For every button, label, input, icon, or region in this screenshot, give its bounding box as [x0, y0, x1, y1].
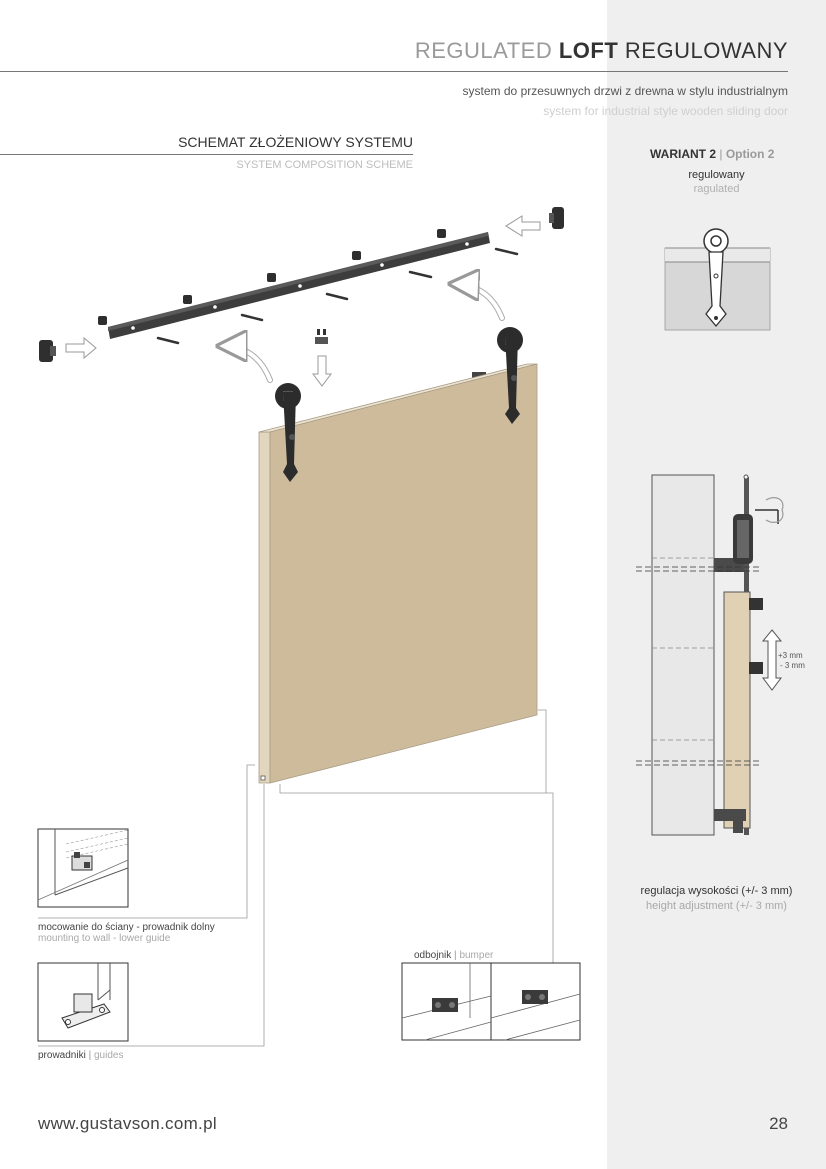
hanger-left — [275, 383, 301, 482]
door-panel — [258, 363, 538, 784]
detail-mount-to-wall — [37, 828, 129, 908]
sidebar-panel — [607, 0, 826, 1169]
subtitle-pl: system do przesuwnych drzwi z drewna w s… — [462, 84, 788, 98]
variant-type-en: ragulated — [693, 183, 740, 195]
variant-thumbnail — [664, 228, 771, 331]
end-stopper-right — [549, 207, 564, 229]
adjust-plus: +3 mm — [778, 651, 803, 660]
page-number: 28 — [769, 1114, 788, 1133]
caption-mount-pl: mocowanie do ściany - prowadnik dolny — [38, 922, 215, 933]
section-subtitle: SYSTEM COMPOSITION SCHEME — [236, 159, 413, 171]
end-stopper-left — [39, 340, 56, 362]
section-title: SCHEMAT ZŁOŻENIOWY SYSTEMU — [178, 134, 413, 150]
title-bold: LOFT — [558, 38, 619, 63]
variant-separator: | — [719, 147, 723, 161]
caption-bumper: odbojnik | bumper — [414, 950, 493, 961]
variant-type-pl: regulowany — [688, 169, 745, 181]
caption-guides-en: guides — [93, 1050, 124, 1061]
caption-bumper-pl: odbojnik — [414, 950, 452, 961]
side-section-drawing — [636, 474, 784, 836]
variant-name-pl: WARIANT 2 — [650, 147, 716, 161]
section-rule — [0, 154, 413, 155]
title-prefix: REGULATED — [414, 38, 553, 63]
detail-bumper — [401, 962, 581, 1041]
caption-guides-sep: | — [88, 1050, 92, 1061]
header-rule — [0, 71, 788, 72]
variant-heading: WARIANT 2 | Option 2 — [650, 147, 774, 161]
footer-website-link[interactable]: www.gustavson.com.pl — [38, 1114, 217, 1133]
leader-lines — [38, 709, 554, 1047]
adjust-minus: - 3 mm — [780, 661, 805, 670]
rail-spacers — [98, 229, 446, 325]
curved-arrow-right — [454, 284, 504, 320]
caption-mount-en: mounting to wall - lower guide — [38, 933, 171, 944]
variant-name-en: Option 2 — [725, 147, 775, 161]
rail — [108, 232, 490, 339]
caption-guides: prowadniki | guides — [38, 1050, 123, 1061]
hanger-right — [497, 327, 523, 424]
detail-guides — [37, 962, 129, 1042]
wall-screws — [156, 247, 519, 345]
caption-bumper-sep: | — [454, 950, 457, 961]
small-fittings — [315, 329, 486, 380]
page-title: REGULATED LOFT REGULOWANY — [415, 38, 788, 64]
caption-guides-pl: prowadniki — [38, 1050, 86, 1061]
caption-mount: mocowanie do ściany - prowadnik dolny mo… — [38, 922, 215, 944]
title-suffix: REGULOWANY — [624, 38, 788, 63]
subtitle-en: system for industrial style wooden slidi… — [543, 104, 788, 118]
assembly-arrows — [65, 215, 541, 387]
caption-bumper-en: bumper — [459, 950, 494, 961]
adjustment-label-pl: regulacja wysokości (+/- 3 mm) — [640, 885, 793, 897]
adjustment-label-en: height adjustment (+/- 3 mm) — [646, 900, 787, 912]
curved-arrow-left — [222, 346, 272, 382]
